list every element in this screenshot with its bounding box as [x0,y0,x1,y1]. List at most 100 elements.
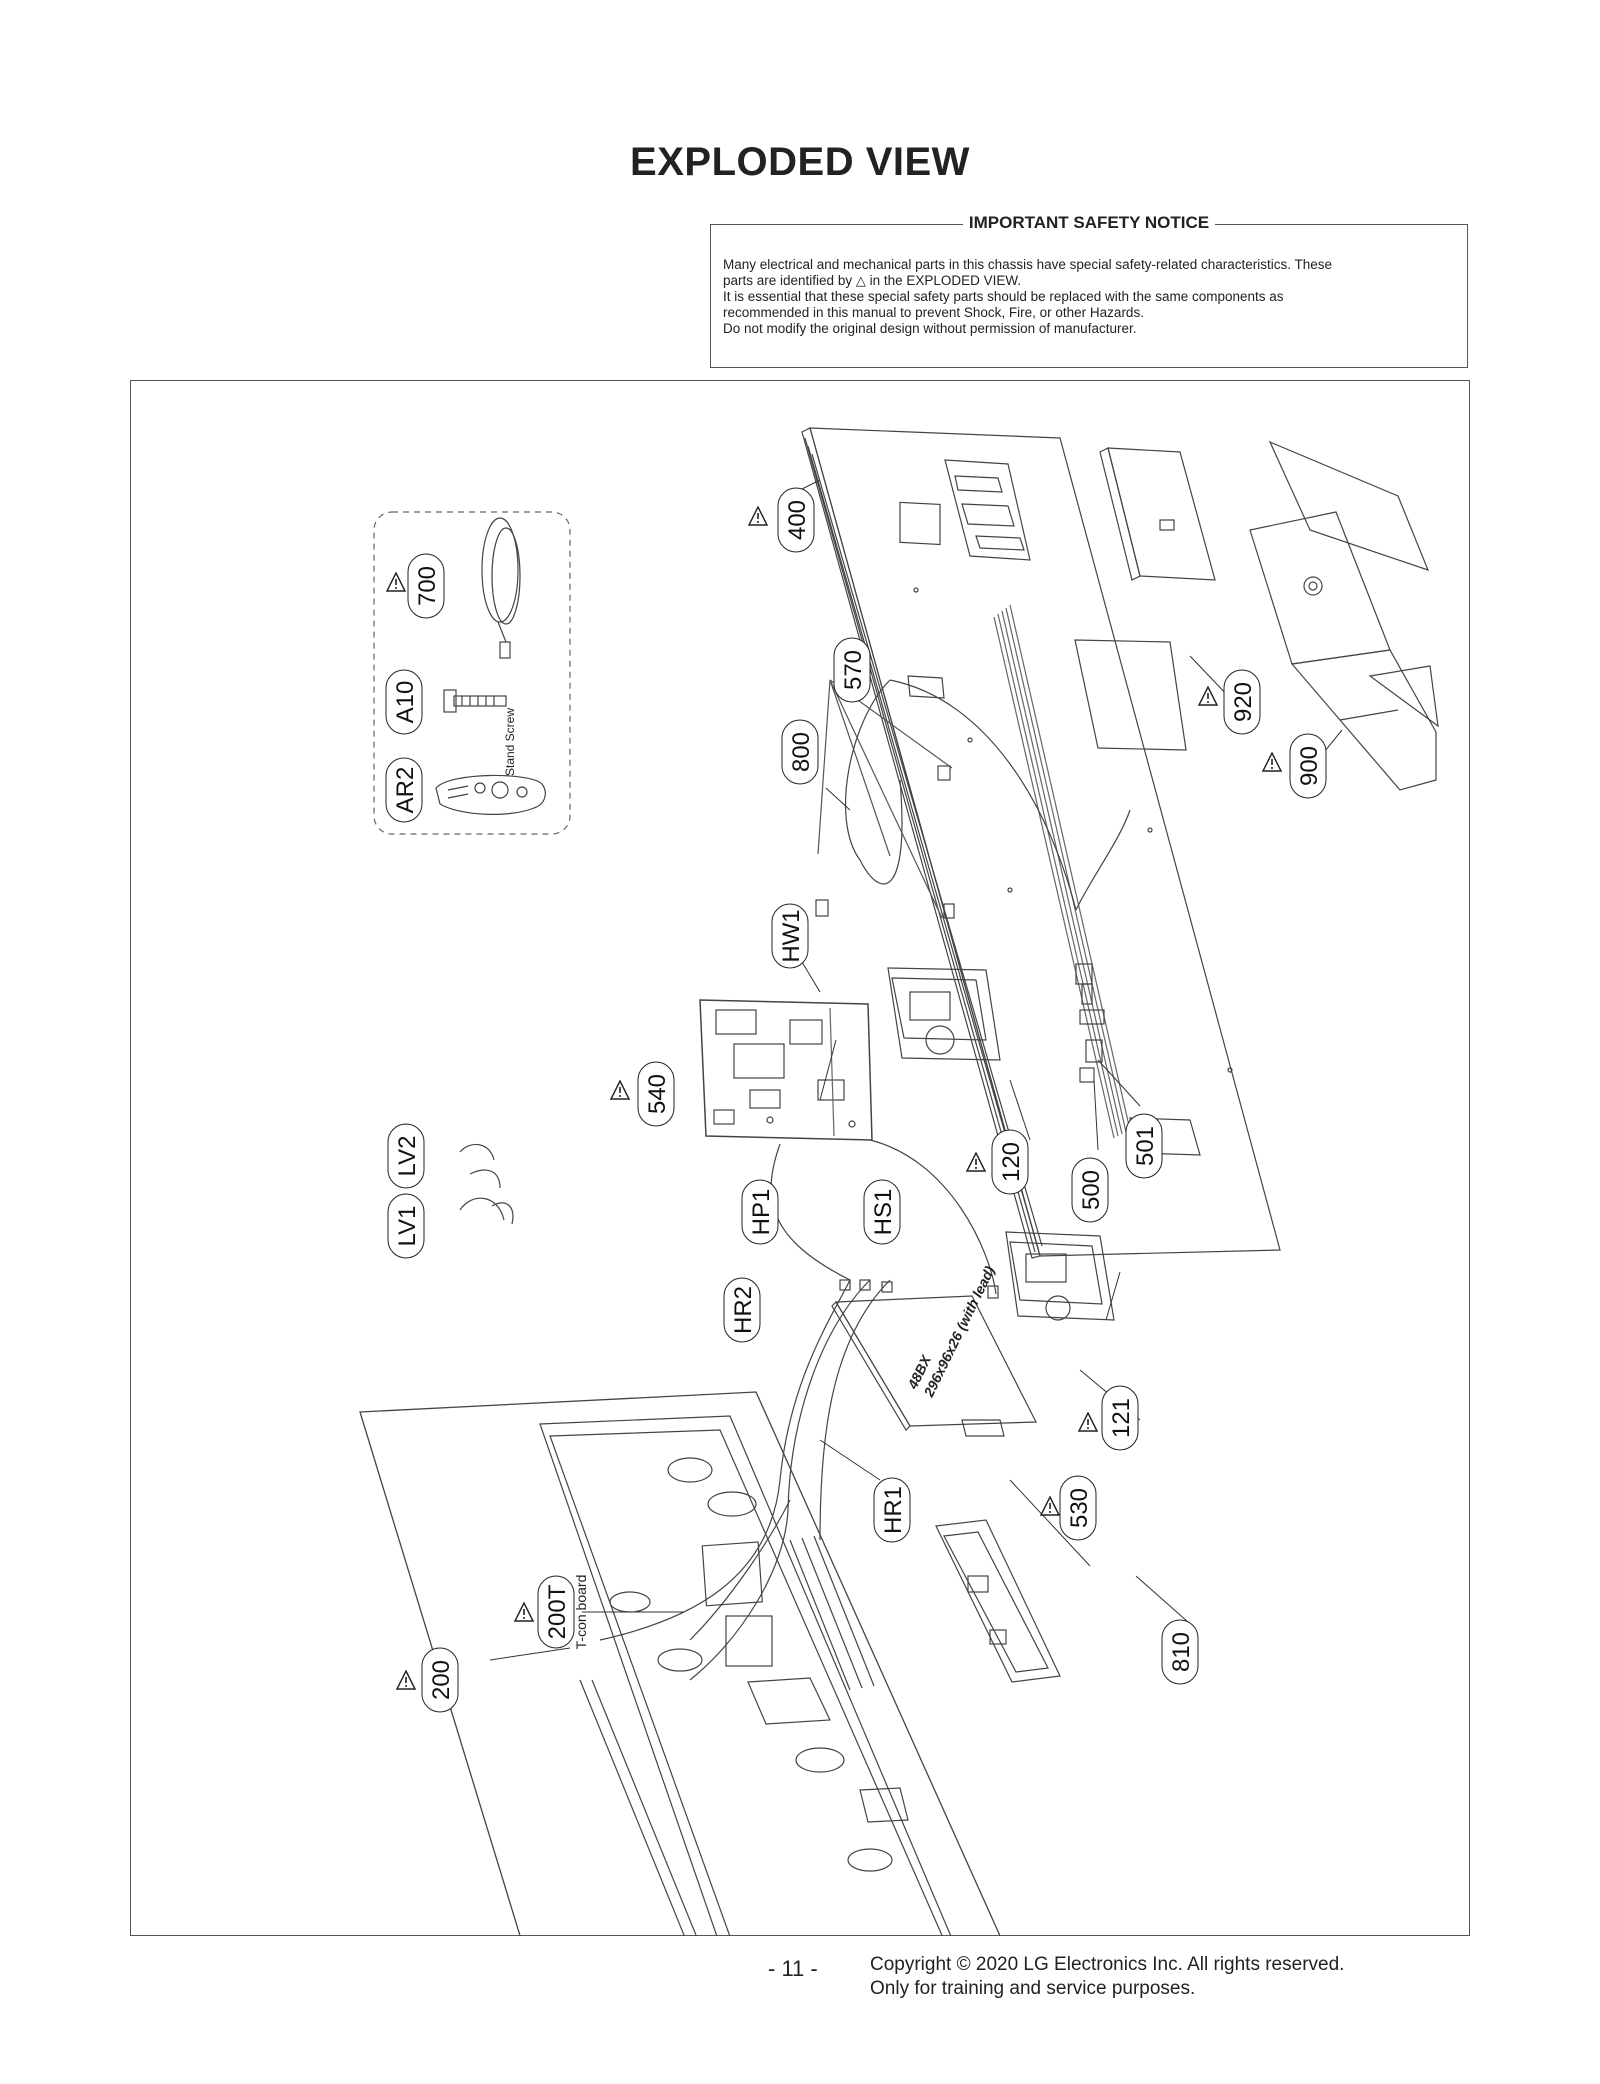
callout-500: 500 [1071,1157,1109,1223]
callout-lv2: LV2 [387,1123,425,1189]
stand-screw-label: Stand Screw [503,708,517,776]
cable-lv2 [459,1143,495,1161]
callout-900-text: 900 [1296,746,1323,786]
callout-530: 530 [1059,1475,1097,1541]
callout-121-text: 121 [1108,1398,1135,1438]
safety-notice-line: Many electrical and mechanical parts in … [723,257,1333,272]
callout-501-text: 501 [1132,1126,1159,1166]
warning-triangle-icon [1040,1496,1060,1516]
callout-hs1: HS1 [863,1179,901,1245]
callout-lv2-text: LV2 [394,1136,421,1177]
callout-200: 200 [421,1647,459,1713]
cable-hs1 [869,1139,997,1295]
cable-lv1 [459,1197,505,1221]
callout-hs1-text: HS1 [870,1189,897,1236]
callout-920-text: 920 [1230,682,1257,722]
callout-200-text: 200 [428,1660,455,1700]
copyright-line: Copyright © 2020 LG Electronics Inc. All… [870,1954,1345,1975]
callout-500-text: 500 [1078,1170,1105,1210]
safety-notice-text: Many electrical and mechanical parts in … [723,257,1455,337]
page-title: EXPLODED VIEW [630,140,970,184]
callout-121: 121 [1101,1385,1139,1451]
connectors-500-501 [1075,963,1105,1083]
bracket-part [1099,447,1216,581]
warning-triangle-icon [966,1152,986,1172]
warning-triangle-icon [386,572,406,592]
safety-notice-line: recommended in this manual to prevent Sh… [723,305,1144,320]
callout-540: 540 [637,1061,675,1127]
safety-notice-line: Do not modify the original design withou… [723,321,1137,336]
warning-triangle-icon [1078,1412,1098,1432]
main-board-part [699,999,873,1141]
exploded-view-diagram: 400 920 900 700 A10 Stand Screw AR2 [359,427,1439,1936]
cable-hp1 [770,1143,851,1281]
warning-triangle-icon [396,1670,416,1690]
callout-ar2: AR2 [385,757,423,823]
callout-hw1-text: HW1 [778,909,805,962]
footer-copyright: Copyright © 2020 LG Electronics Inc. All… [870,1953,1344,2001]
cable-hr2 [599,1279,851,1641]
panel-part [359,1391,1001,1936]
callout-800-text: 800 [788,732,815,772]
callout-120: 120 [991,1129,1029,1195]
callout-810-text: 810 [1168,1632,1195,1672]
callout-530-text: 530 [1066,1488,1093,1528]
callout-lv1-text: LV1 [394,1206,421,1247]
diagram-frame [130,380,1470,1936]
safety-notice-line-part: in the EXPLODED VIEW. [869,273,1022,288]
callout-920: 920 [1223,669,1261,735]
callout-570: 570 [833,637,871,703]
part-callouts: 400 920 900 700 A10 Stand Screw AR2 [385,487,1327,1713]
remote-control-part [435,774,546,815]
callout-200t: 200T [537,1575,575,1649]
callout-hr1-text: HR1 [880,1486,907,1534]
box-530-part [831,1295,1037,1437]
callout-hr1: HR1 [873,1477,911,1543]
stand-screw-part [443,689,507,713]
callout-hr2: HR2 [723,1277,761,1343]
safety-notice-title: IMPORTANT SAFETY NOTICE [962,213,1216,232]
callout-ar2-text: AR2 [392,767,419,814]
callout-900: 900 [1289,733,1327,799]
back-cover-part [801,427,1281,1259]
callout-400: 400 [777,487,815,553]
tcon-board-label: T-con board [573,1575,589,1650]
stand-part [1249,440,1439,791]
safety-notice-heading: IMPORTANT SAFETY NOTICE [711,213,1467,233]
purpose-line: Only for training and service purposes. [870,1978,1196,1999]
safety-notice-line-part: parts are identified by [723,273,853,288]
warning-triangle-icon [748,506,768,526]
callout-hw1: HW1 [771,903,809,969]
page-number: - 11 - [768,1956,818,1981]
safety-notice-box: IMPORTANT SAFETY NOTICE Many electrical … [710,213,1468,368]
callout-400-text: 400 [784,500,811,540]
callout-700: 700 [407,553,445,619]
callout-120-text: 120 [998,1142,1025,1182]
callout-800: 800 [781,719,819,785]
warning-triangle-icon: △ [855,273,866,288]
callout-lv1: LV1 [387,1193,425,1259]
callout-a10-text: A10 [392,681,419,724]
callout-810: 810 [1161,1619,1199,1685]
speaker-120-part [887,967,1001,1061]
callout-200t-text: 200T [544,1584,571,1639]
callout-a10: A10 [385,669,423,735]
cable-hr1 [689,1279,871,1681]
speaker-121-part [1005,1231,1115,1321]
callout-hp1-text: HP1 [748,1189,775,1236]
warning-triangle-icon [514,1602,534,1622]
safety-notice-line: It is essential that these special safet… [723,289,1284,304]
bracket-810-part [935,1519,1061,1683]
callout-700-text: 700 [414,566,441,606]
callout-hr2-text: HR2 [730,1286,757,1334]
part-570 [907,675,945,699]
callout-570-text: 570 [840,650,867,690]
accessories-group [373,511,571,835]
callout-540-text: 540 [644,1074,671,1114]
power-cable-part [481,517,519,623]
warning-triangle-icon [1198,686,1218,706]
safety-notice-line: parts are identified by △ in the EXPLODE… [723,273,1455,289]
callout-hp1: HP1 [741,1179,779,1245]
box-label-line2: 296x96x26 (with lead) [920,1263,998,1400]
callout-501: 501 [1125,1113,1163,1179]
